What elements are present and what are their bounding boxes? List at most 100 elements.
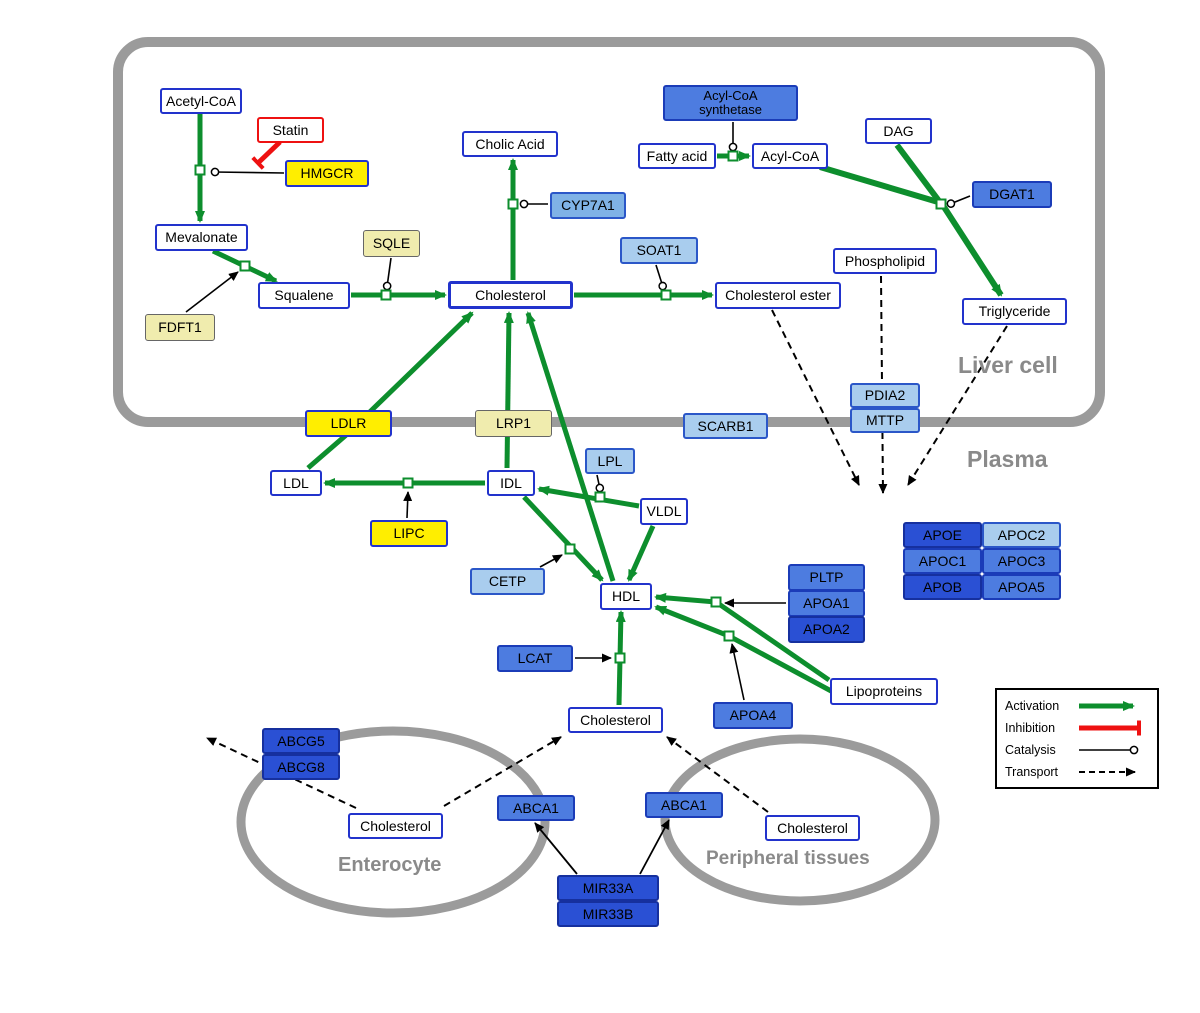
node-mttp[interactable]: MTTP xyxy=(850,408,920,433)
node-cetp[interactable]: CETP xyxy=(470,568,545,595)
node-vldl[interactable]: VLDL xyxy=(640,498,688,525)
node-abca1-left[interactable]: ABCA1 xyxy=(497,795,575,821)
edge-catalysis-29 xyxy=(382,257,392,291)
node-lrp1[interactable]: LRP1 xyxy=(475,410,552,437)
node-fatty-acid[interactable]: Fatty acid xyxy=(638,143,716,169)
node-label: DGAT1 xyxy=(989,186,1035,203)
node-label: APOA1 xyxy=(803,595,850,612)
node-abcg8[interactable]: ABCG8 xyxy=(262,754,340,780)
node-label: APOC3 xyxy=(997,552,1046,569)
node-apoc1[interactable]: APOC1 xyxy=(903,548,982,574)
node-lcat[interactable]: LCAT xyxy=(497,645,573,672)
edge-activation-14 xyxy=(522,495,604,582)
reaction-nodes-group xyxy=(194,150,947,664)
node-label: MIR33B xyxy=(582,905,634,922)
edge-transport-24 xyxy=(443,736,562,807)
node-label: SQLE xyxy=(372,235,411,252)
reaction-node-6 xyxy=(935,198,947,210)
node-dag[interactable]: DAG xyxy=(865,118,932,144)
inhibition-tbar-icon xyxy=(1079,720,1141,735)
node-label: VLDL xyxy=(646,503,682,520)
node-cholesterol-plasma[interactable]: Cholesterol xyxy=(568,707,663,733)
node-mevalonate[interactable]: Mevalonate xyxy=(155,224,248,251)
node-fdft1[interactable]: FDFT1 xyxy=(145,314,215,341)
plasma-label: Plasma xyxy=(967,446,1048,472)
node-dgat1[interactable]: DGAT1 xyxy=(972,181,1052,208)
node-hmgcr[interactable]: HMGCR xyxy=(285,160,369,187)
edge-catalysis-34 xyxy=(403,491,413,519)
edge-activation-13 xyxy=(525,311,616,582)
node-statin[interactable]: Statin xyxy=(257,117,324,143)
node-apoa5[interactable]: APOA5 xyxy=(982,574,1061,600)
node-soat1[interactable]: SOAT1 xyxy=(620,237,698,264)
node-cholesterol-ester[interactable]: Cholesterol ester xyxy=(715,282,841,309)
reaction-node-8 xyxy=(594,491,606,503)
node-squalene[interactable]: Squalene xyxy=(258,282,350,309)
node-label: Mevalonate xyxy=(165,229,238,246)
node-lpl[interactable]: LPL xyxy=(585,448,635,474)
node-label: LDL xyxy=(283,474,309,491)
node-apoe[interactable]: APOE xyxy=(903,522,982,548)
node-abcg5[interactable]: ABCG5 xyxy=(262,728,340,754)
node-apoa1[interactable]: APOA1 xyxy=(788,590,865,617)
reaction-node-2 xyxy=(380,289,392,301)
legend: Activation Inhibition Catalysis Transpor… xyxy=(995,688,1159,789)
node-label: HDL xyxy=(611,588,640,605)
node-label: Cholesterol xyxy=(580,711,651,728)
node-apoc2[interactable]: APOC2 xyxy=(982,522,1061,548)
legend-label-activation: Activation xyxy=(1005,698,1060,713)
edge-catalysis-27 xyxy=(210,167,285,177)
edge-plain-19 xyxy=(534,822,578,875)
node-acyl-coa[interactable]: Acyl-CoA xyxy=(752,143,828,169)
node-label: Squalene xyxy=(274,287,334,304)
node-ldlr[interactable]: LDLR xyxy=(305,410,392,437)
reaction-node-10 xyxy=(614,652,626,664)
node-triglyceride[interactable]: Triglyceride xyxy=(962,298,1067,325)
node-apoa4[interactable]: APOA4 xyxy=(713,702,793,729)
node-lipoproteins[interactable]: Lipoproteins xyxy=(830,678,938,705)
node-label: HMGCR xyxy=(300,165,354,182)
node-cholesterol-liver[interactable]: Cholesterol xyxy=(448,281,573,309)
edge-activation-8 xyxy=(941,205,1004,297)
node-label: APOC2 xyxy=(997,526,1046,543)
legend-row-inhibition: Inhibition xyxy=(1005,718,1149,737)
node-cholesterol-peripheral[interactable]: Cholesterol xyxy=(765,815,860,841)
node-idl[interactable]: IDL xyxy=(487,470,535,496)
node-apoc3[interactable]: APOC3 xyxy=(982,548,1061,574)
node-label: Cholesterol xyxy=(360,817,431,834)
node-hdl[interactable]: HDL xyxy=(600,583,652,610)
node-label: Cholesterol ester xyxy=(725,287,831,304)
liver-cell-membrane xyxy=(113,37,1105,427)
node-label: CETP xyxy=(488,573,527,590)
node-label: APOA4 xyxy=(729,707,777,724)
node-abca1-right[interactable]: ABCA1 xyxy=(645,792,723,818)
edge-activation-7 xyxy=(894,143,942,203)
transport-dashed-arrow-icon xyxy=(1079,767,1136,776)
node-scarb1[interactable]: SCARB1 xyxy=(683,413,768,439)
node-label: LRP1 xyxy=(495,415,532,432)
node-cholesterol-enterocyte[interactable]: Cholesterol xyxy=(348,813,443,839)
node-apoa2[interactable]: APOA2 xyxy=(788,616,865,643)
node-label: LDLR xyxy=(330,415,367,432)
node-label: Acyl-CoA xyxy=(760,147,820,164)
node-phospholipid[interactable]: Phospholipid xyxy=(833,248,937,274)
node-mir33a[interactable]: MIR33A xyxy=(557,875,659,901)
node-ldl[interactable]: LDL xyxy=(270,470,322,496)
node-cholic-acid[interactable]: Cholic Acid xyxy=(462,131,558,157)
node-sqle[interactable]: SQLE xyxy=(363,230,420,257)
node-mir33b[interactable]: MIR33B xyxy=(557,901,659,927)
node-lipc[interactable]: LIPC xyxy=(370,520,448,547)
node-acyl-coa-synthetase[interactable]: Acyl-CoA synthetase xyxy=(663,85,798,121)
node-cyp7a1[interactable]: CYP7A1 xyxy=(550,192,626,219)
node-pltp[interactable]: PLTP xyxy=(788,564,865,591)
node-acetyl-coa[interactable]: Acetyl-CoA xyxy=(160,88,242,114)
node-label: Triglyceride xyxy=(978,303,1051,320)
legend-label-inhibition: Inhibition xyxy=(1005,720,1056,735)
reaction-node-0 xyxy=(194,164,206,176)
enterocyte-label: Enterocyte xyxy=(338,854,442,876)
legend-row-catalysis: Catalysis xyxy=(1005,740,1149,759)
node-pdia2[interactable]: PDIA2 xyxy=(850,383,920,408)
node-apob[interactable]: APOB xyxy=(903,574,982,600)
